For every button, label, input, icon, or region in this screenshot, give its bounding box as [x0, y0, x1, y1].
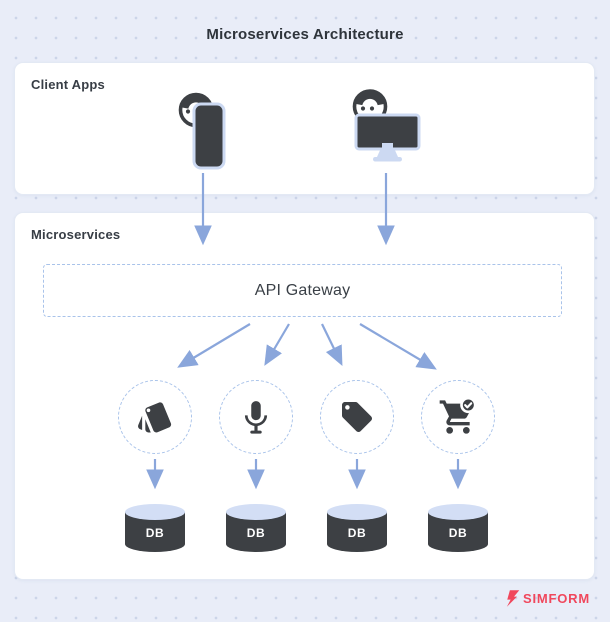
brand-name: SIMFORM: [523, 591, 590, 606]
service-circle-tag: [320, 380, 394, 454]
person-with-desktop-icon: [352, 89, 421, 162]
brand-logo: SIMFORM: [505, 590, 590, 607]
cart-check-icon: [439, 397, 477, 434]
service-circle-payment: [118, 380, 192, 454]
db-label: DB: [246, 526, 266, 540]
diagram-title: Microservices Architecture: [206, 26, 404, 43]
service-circle-cart: [421, 380, 495, 454]
tag-icon: [342, 402, 372, 432]
client-apps-label: Client Apps: [31, 77, 105, 92]
database-cylinder-icon: [327, 504, 387, 552]
microphone-icon: [244, 401, 268, 434]
database-voice: DB: [224, 502, 288, 554]
service-circle-voice: [219, 380, 293, 454]
db-label: DB: [448, 526, 468, 540]
database-cylinder-icon: [226, 504, 286, 552]
database-cylinder-icon: [428, 504, 488, 552]
cards-icon: [138, 402, 172, 433]
database-cart: DB: [426, 502, 490, 554]
db-label: DB: [347, 526, 367, 540]
client-apps-panel: Client Apps: [14, 62, 595, 195]
db-label: DB: [145, 526, 165, 540]
person-with-phone-icon: [178, 92, 226, 170]
database-cylinder-icon: [125, 504, 185, 552]
database-tag: DB: [325, 502, 389, 554]
api-gateway-box: API Gateway: [43, 264, 562, 317]
database-payment: DB: [123, 502, 187, 554]
simform-logo-icon: [506, 590, 520, 607]
api-gateway-label: API Gateway: [254, 281, 351, 299]
microservices-panel: Microservices API Gateway: [14, 212, 595, 580]
microservices-label: Microservices: [31, 227, 121, 242]
